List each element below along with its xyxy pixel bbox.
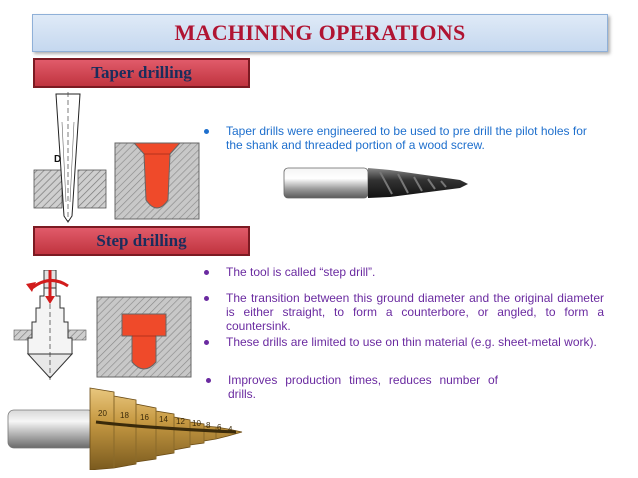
bullet-icon (206, 378, 211, 383)
bullet-text: Improves production times, reduces numbe… (228, 373, 498, 401)
step-drill-bit-image: 20 18 16 14 12 10 8 6 4 (7, 387, 243, 470)
step-marking: 8 (206, 421, 211, 430)
bullet-icon (204, 296, 209, 301)
slide-title: MACHINING OPERATIONS (174, 20, 466, 45)
bullet-text: Taper drills were engineered to be used … (226, 124, 587, 152)
step-marking: 16 (140, 413, 149, 422)
taper-hole-cross-section (114, 142, 200, 220)
step-marking: 18 (120, 411, 129, 420)
step-bullet-list-extra: Improves production times, reduces numbe… (206, 373, 498, 401)
step-marking: 14 (159, 415, 168, 424)
step-drilling-heading-text: Step drilling (96, 231, 187, 250)
step-drill-diagram (13, 270, 87, 380)
step-marking: 10 (192, 419, 201, 428)
step-marking: 6 (217, 423, 222, 432)
step-hole-cross-section (96, 296, 192, 378)
taper-bullet-list: Taper drills were engineered to be used … (204, 124, 604, 152)
step-bullet-list: The tool is called “step drill”. The tra… (204, 265, 604, 349)
list-item: Improves production times, reduces numbe… (206, 373, 498, 401)
step-marking: 12 (176, 417, 185, 426)
taper-drilling-heading: Taper drilling (33, 58, 250, 88)
taper-drill-bit-image (283, 167, 468, 199)
list-item: The tool is called “step drill”. (204, 265, 604, 279)
bullet-text: These drills are limited to use on thin … (226, 335, 597, 349)
list-item: These drills are limited to use on thin … (204, 335, 604, 349)
list-item: Taper drills were engineered to be used … (204, 124, 604, 152)
bullet-icon (204, 270, 209, 275)
bullet-text: The transition between this ground diame… (226, 291, 604, 333)
slide-title-bar: MACHINING OPERATIONS (32, 14, 608, 52)
taper-drilling-heading-text: Taper drilling (91, 63, 192, 82)
taper-diameter-label: D (54, 154, 61, 165)
step-marking: 4 (228, 425, 233, 434)
bullet-icon (204, 340, 209, 345)
step-marking: 20 (98, 409, 107, 418)
list-item: The transition between this ground diame… (204, 291, 604, 333)
taper-drill-section-diagram: D (33, 92, 107, 223)
bullet-icon (204, 129, 209, 134)
bullet-text: The tool is called “step drill”. (226, 265, 376, 279)
step-drilling-heading: Step drilling (33, 226, 250, 256)
